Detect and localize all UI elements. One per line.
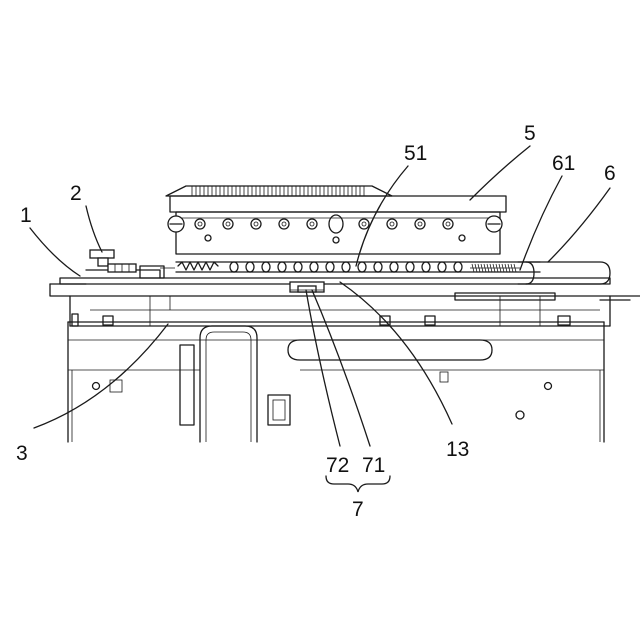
rail-ball bbox=[422, 262, 430, 272]
grille-rib bbox=[208, 186, 212, 196]
grille-rib bbox=[336, 186, 340, 196]
grille-rib bbox=[216, 186, 220, 196]
leader-6 bbox=[548, 188, 610, 262]
grille-hole-center bbox=[310, 222, 314, 226]
grille-hole-center bbox=[198, 222, 202, 226]
grille-hole-center bbox=[390, 222, 394, 226]
rail-ball bbox=[230, 262, 238, 272]
leader-5 bbox=[470, 146, 530, 200]
grille-hole-center bbox=[226, 222, 230, 226]
grille-rib bbox=[360, 186, 364, 196]
grille-rib bbox=[304, 186, 308, 196]
rail-ball bbox=[454, 262, 462, 272]
label-13: 13 bbox=[446, 438, 469, 461]
grille-rib bbox=[264, 186, 268, 196]
rail-ball bbox=[246, 262, 254, 272]
grille-rib bbox=[312, 186, 316, 196]
rail-ball bbox=[390, 262, 398, 272]
grille-hole bbox=[415, 219, 425, 229]
grille-rib bbox=[232, 186, 236, 196]
label-1: 1 bbox=[20, 204, 32, 227]
grille-rib bbox=[256, 186, 260, 196]
leader-lines bbox=[30, 146, 610, 492]
label-7: 7 bbox=[352, 498, 364, 521]
grille-hole-center bbox=[446, 222, 450, 226]
rail-ball bbox=[326, 262, 334, 272]
grille-rib bbox=[200, 186, 204, 196]
leader-1 bbox=[30, 228, 80, 276]
rail-ball bbox=[438, 262, 446, 272]
label-5: 5 bbox=[524, 122, 536, 145]
leader-13 bbox=[340, 282, 452, 424]
rail-ball bbox=[358, 262, 366, 272]
grille-rib bbox=[272, 186, 276, 196]
label-3: 3 bbox=[16, 442, 28, 465]
rail-ball bbox=[342, 262, 350, 272]
grille-hole bbox=[307, 219, 317, 229]
grille-rib bbox=[296, 186, 300, 196]
leader-2 bbox=[86, 206, 102, 252]
rail-ball bbox=[262, 262, 270, 272]
grille-rib bbox=[280, 186, 284, 196]
grille-hole-center bbox=[254, 222, 258, 226]
grille-hole-center bbox=[418, 222, 422, 226]
leader-71 bbox=[312, 290, 370, 446]
label-61: 61 bbox=[552, 152, 575, 175]
rail-ball bbox=[374, 262, 382, 272]
brace-7 bbox=[326, 476, 390, 492]
leader-61 bbox=[520, 176, 562, 270]
grille-hole bbox=[251, 219, 261, 229]
rail-ball bbox=[278, 262, 286, 272]
label-72: 72 bbox=[326, 454, 349, 477]
grille-rib bbox=[288, 186, 292, 196]
grille-holes bbox=[195, 219, 453, 229]
grille-hole bbox=[279, 219, 289, 229]
grille-rib bbox=[352, 186, 356, 196]
rail-ball bbox=[310, 262, 318, 272]
adjusting-screw bbox=[90, 250, 136, 272]
label-2: 2 bbox=[70, 182, 82, 205]
grille-hole-center bbox=[362, 222, 366, 226]
grille-hole bbox=[359, 219, 369, 229]
label-51: 51 bbox=[404, 142, 427, 165]
label-71: 71 bbox=[362, 454, 385, 477]
grille-rib bbox=[192, 186, 196, 196]
grille-rib bbox=[224, 186, 228, 196]
grille-rib bbox=[320, 186, 324, 196]
grille-hole bbox=[223, 219, 233, 229]
side-tube bbox=[470, 262, 610, 284]
grille-hole bbox=[387, 219, 397, 229]
rail-balls bbox=[230, 262, 462, 272]
grille-ribs bbox=[192, 186, 364, 196]
grille-rib bbox=[328, 186, 332, 196]
rail-ball bbox=[294, 262, 302, 272]
connector bbox=[290, 282, 324, 292]
base-rail bbox=[50, 284, 640, 326]
upper-grille bbox=[166, 186, 506, 254]
leader-51 bbox=[356, 166, 408, 266]
grille-hole bbox=[443, 219, 453, 229]
tube-spring bbox=[472, 264, 516, 272]
grille-hole-center bbox=[282, 222, 286, 226]
rail-ball bbox=[406, 262, 414, 272]
lower-housing bbox=[68, 322, 604, 442]
slider-plate bbox=[60, 266, 610, 284]
grille-rib bbox=[240, 186, 244, 196]
label-6: 6 bbox=[604, 162, 616, 185]
grille-rib bbox=[248, 186, 252, 196]
leader-72 bbox=[306, 290, 340, 446]
grille-hole bbox=[195, 219, 205, 229]
grille-rib bbox=[344, 186, 348, 196]
